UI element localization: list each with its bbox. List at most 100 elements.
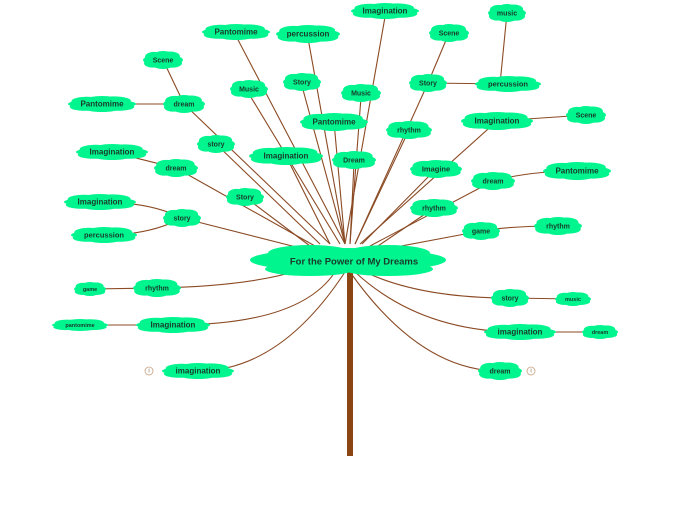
branch-line	[499, 12, 508, 85]
topic-node[interactable]: Story	[409, 74, 447, 92]
collapse-toggle-left[interactable]: i	[144, 366, 154, 376]
topic-label: Imagination	[264, 152, 309, 161]
branch-line	[215, 143, 321, 245]
topic-label: rhythm	[422, 205, 446, 212]
branch-line	[183, 103, 331, 245]
topic-node[interactable]: Pantomime	[300, 113, 368, 131]
topic-node[interactable]: rhythm	[534, 217, 582, 235]
topic-label: Scene	[153, 57, 174, 64]
topic-label: Pantomime	[312, 118, 356, 127]
topic-label: rhythm	[546, 223, 570, 230]
topic-label: Imagination	[78, 198, 123, 207]
topic-node[interactable]: Scene	[566, 106, 606, 124]
topic-label: music	[565, 297, 581, 303]
central-topic-label: For the Power of My Dreams	[290, 257, 418, 268]
topic-node[interactable]: rhythm	[133, 279, 181, 298]
topic-label: dream	[592, 330, 609, 336]
topic-node[interactable]: music	[488, 4, 526, 22]
topic-label: Story	[236, 194, 254, 201]
topic-node[interactable]: Story	[283, 73, 321, 91]
topic-label: imagination	[498, 328, 543, 337]
branch-line	[181, 217, 301, 249]
topic-node[interactable]: Imagination	[461, 112, 533, 130]
branch-line	[175, 167, 316, 247]
topic-label: percussion	[84, 230, 124, 239]
topic-node[interactable]: story	[163, 209, 201, 227]
topic-label: dream	[482, 178, 503, 185]
topic-label: percussion	[287, 30, 330, 39]
topic-label: pantomime	[65, 323, 94, 329]
central-topic[interactable]: For the Power of My Dreams	[250, 245, 446, 276]
branch-line	[235, 35, 346, 245]
topic-label: story	[173, 215, 190, 222]
topic-node[interactable]: game	[74, 282, 106, 296]
branch-line	[333, 121, 346, 245]
topic-node[interactable]: Imagination	[249, 147, 323, 165]
branch-line	[344, 16, 386, 245]
topic-node[interactable]: story	[491, 289, 529, 308]
topic-label: Story	[419, 80, 437, 87]
branch-line	[285, 155, 331, 245]
topic-node[interactable]: dream	[478, 362, 522, 381]
topic-label: rhythm	[145, 285, 169, 292]
topic-node[interactable]: Music	[341, 84, 381, 102]
svg-text:i: i	[530, 369, 531, 375]
topic-label: game	[83, 287, 97, 293]
topic-node[interactable]: dream	[163, 95, 205, 113]
topic-node[interactable]: Imagine	[410, 160, 462, 178]
topic-label: dream	[489, 368, 510, 375]
topic-label: rhythm	[397, 127, 421, 134]
topic-node[interactable]: Imagination	[136, 317, 210, 333]
topic-label: dream	[165, 165, 186, 172]
topic-label: imagination	[176, 367, 221, 376]
topic-node[interactable]: Pantomime	[202, 24, 270, 41]
topic-label: Pantomime	[214, 28, 258, 37]
topic-node[interactable]: Imagination	[351, 3, 419, 19]
topic-node[interactable]: Pantomime	[68, 96, 136, 112]
topic-node[interactable]: dream	[154, 159, 198, 177]
topic-label: Music	[351, 90, 371, 97]
topic-node[interactable]: Scene	[429, 24, 469, 42]
topic-node[interactable]: percussion	[475, 76, 541, 92]
topic-node[interactable]: Dream	[332, 151, 376, 169]
topic-node[interactable]: pantomime	[52, 319, 108, 331]
branch-line	[244, 196, 311, 247]
topic-label: music	[497, 10, 517, 17]
topic-label: story	[207, 141, 224, 148]
topic-node[interactable]: imagination	[162, 363, 234, 379]
topic-node[interactable]: dream	[471, 172, 515, 190]
branch-line	[307, 37, 346, 245]
topic-node[interactable]: rhythm	[410, 199, 458, 217]
branch-line	[361, 168, 437, 245]
topic-node[interactable]: Story	[226, 188, 264, 206]
topic-node[interactable]: rhythm	[386, 121, 432, 139]
topic-label: Pantomime	[80, 100, 124, 109]
topic-label: Imagine	[422, 164, 450, 173]
topic-label: Pantomime	[555, 167, 599, 176]
branch-line	[354, 129, 410, 245]
svg-text:i: i	[148, 369, 149, 375]
topic-label: Music	[239, 86, 259, 93]
topic-node[interactable]: music	[555, 292, 591, 306]
topic-label: Imagination	[475, 117, 520, 126]
topic-node[interactable]: Imagination	[76, 144, 148, 160]
branch-line	[248, 93, 341, 245]
topic-label: Story	[293, 79, 311, 86]
topic-node[interactable]: imagination	[484, 324, 556, 340]
branch-line	[349, 163, 355, 245]
topic-node[interactable]: Pantomime	[543, 162, 611, 180]
collapse-toggle-right[interactable]: i	[526, 366, 536, 376]
topic-node[interactable]: Music	[230, 80, 268, 98]
topic-node[interactable]: game	[462, 222, 500, 240]
topic-node[interactable]: percussion	[276, 25, 340, 43]
topic-node[interactable]: percussion	[71, 227, 137, 243]
branch-line	[301, 85, 346, 245]
topic-label: percussion	[488, 79, 528, 88]
topic-node[interactable]: Imagination	[64, 194, 136, 210]
topic-node[interactable]: Scene	[143, 51, 183, 69]
topic-node[interactable]: story	[197, 135, 235, 153]
topic-node[interactable]: dream	[582, 325, 618, 339]
topic-label: Scene	[576, 112, 597, 119]
